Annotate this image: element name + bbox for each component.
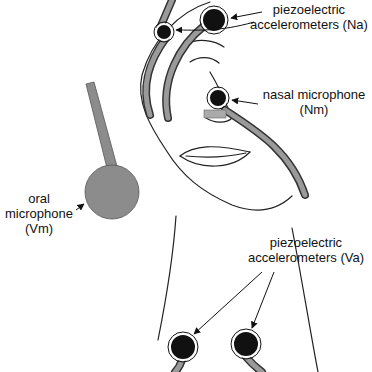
sensor-label: nasal microphone (Nm) — [260, 88, 368, 118]
sensor-label: oral microphone (Vm) — [4, 192, 74, 237]
sensor-label: piezoelectric accelerometers (Va) — [244, 236, 368, 266]
sensor-label: piezoelectric accelerometers (Na) — [250, 3, 368, 33]
